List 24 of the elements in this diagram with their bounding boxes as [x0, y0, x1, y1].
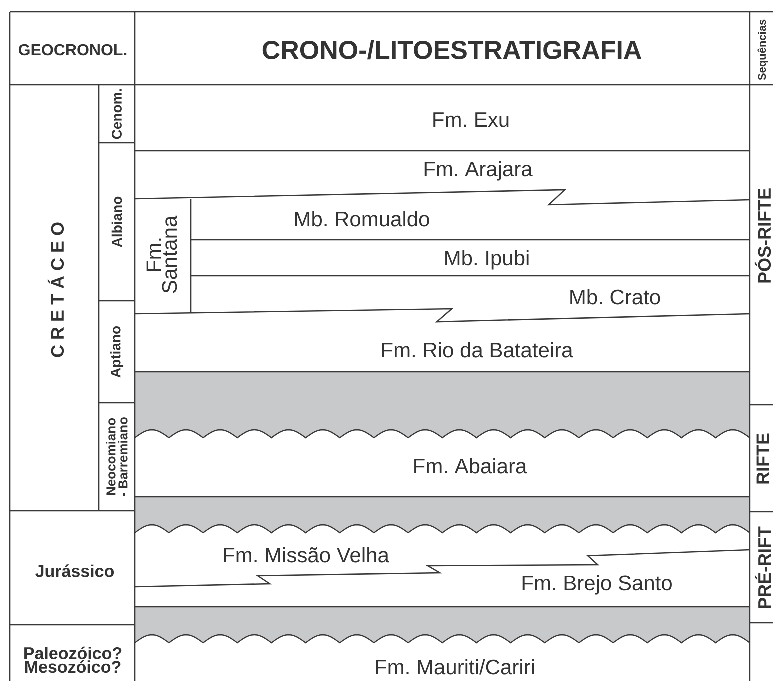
formation-label: Fm. Rio da Batateira — [382, 342, 574, 358]
formation-label: Fm. Mauriti/Cariri — [376, 659, 534, 675]
stage-label: Cenom. — [112, 89, 122, 140]
sequence-label: PÓS-RIFTE — [754, 188, 772, 283]
era-label: C R E T Á C E O — [48, 222, 64, 358]
formation-label: Fm. Brejo Santo — [522, 575, 672, 595]
column-header: Sequências — [758, 20, 768, 80]
formation-label: Fm. Exu — [434, 112, 509, 128]
formation-label: Fm. Missão Velha — [224, 547, 390, 563]
formation-label: Fm. Santana — [146, 216, 178, 294]
era-label: Paleozóico? Mesozóico? — [24, 646, 122, 674]
member-label: Mb. Romualdo — [295, 211, 430, 227]
formation-label: Fm. Abaiara — [414, 458, 528, 474]
formation-label: Fm. Arajara — [424, 161, 533, 181]
column-header: CRONO-/LITOESTRATIGRAFIA — [262, 40, 642, 60]
stage-label: Neocomiano - Barremiano — [106, 418, 128, 496]
stage-label: Albiano — [112, 196, 122, 248]
stage-label: Aptiano — [110, 326, 124, 378]
sequence-label: RIFTE — [756, 434, 770, 484]
sequence-label: PRÉ-RIFT — [755, 526, 771, 608]
member-label: Mb. Ipubi — [446, 250, 529, 270]
era-label: Jurássico — [36, 564, 114, 578]
member-label: Mb. Crato — [570, 289, 660, 305]
column-header: GEOCRONOL. — [19, 44, 127, 56]
